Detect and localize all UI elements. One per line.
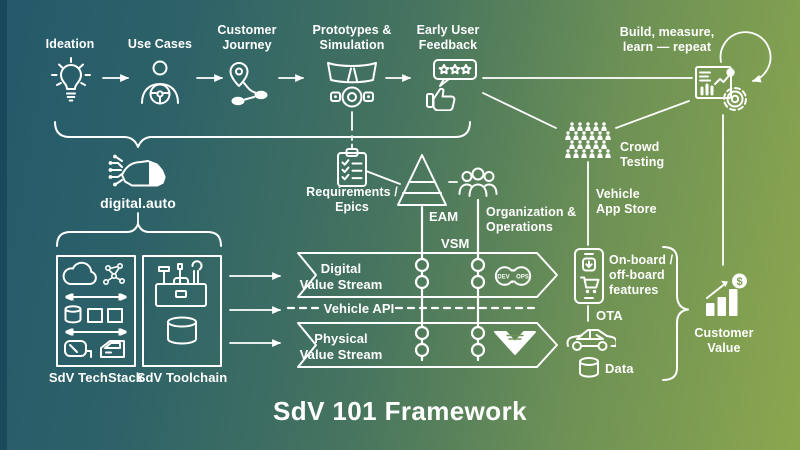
customer-value-label: Customer Value [694,326,754,355]
eam-vsm-node-line [414,205,430,362]
techstack-box [56,255,136,367]
techstack-label: SdV TechStack [48,370,144,385]
toolchain-box [142,255,222,367]
ota-label: OTA [596,308,623,323]
driver-persona-icon [134,57,186,109]
currency-symbol: $ [736,276,742,288]
toolchain-label: SdV Toolchain [136,370,228,385]
vehicle-api-label: Vehicle API [323,301,395,316]
eam-label: EAM [429,209,459,224]
customer-value-icon: $ [701,272,749,322]
data-label: Data [605,361,634,376]
digital-stream-banner [297,252,558,298]
clipboard-icon [335,147,369,189]
top-brace [54,121,471,148]
requirements-label: Requirements / Epics [306,185,398,214]
organization-node-line [470,198,486,362]
left-edge-stripe [0,0,7,450]
digital-auto-logo [108,151,168,193]
build-measure-learn-label: Build, measure, learn — repeat [619,25,715,54]
storage-blocks-icon [64,305,123,324]
crowd-icon [563,121,611,163]
mirror-icon [64,340,92,358]
loop-arrow-icon [719,31,772,83]
car-door-icon [100,340,125,358]
devops-dev-label: DEV [497,274,509,280]
simulator-icon [323,58,381,110]
digital-stream-label: Digital Value Stream [299,261,383,292]
v-logo-icon [492,329,538,357]
data-cylinder-icon [577,356,601,380]
bottom-brace [56,223,222,247]
toolchain-data-cylinder-icon [167,316,197,345]
toolbox-icon [155,260,207,307]
diagram-title: SdV 101 Framework [273,396,527,426]
requirements-to-pyramid-line [365,170,401,185]
toolchain-contents [149,258,215,364]
app-store-phone-icon [573,247,605,305]
ai-network-icon [102,263,125,285]
team-icon [457,164,499,200]
cloud-icon [62,261,97,285]
build-dashboard-icon [694,60,750,112]
feedback-icon [420,57,478,111]
step-label-use-cases: Use Cases [127,37,193,51]
step-label-customer-journey: Customer Journey [217,23,277,52]
journey-map-icon [221,60,275,110]
delivery-brace [662,246,689,381]
vsm-label: VSM [441,236,470,251]
techstack-contents [61,259,131,363]
organization-label: Organization & Operations [486,205,577,234]
ota-car-icon [564,325,616,353]
step-label-prototypes: Prototypes & Simulation [312,23,392,52]
box-to-stream-arrows [229,272,282,347]
pyramid-icon [397,154,447,206]
step-label-early-feedback: Early User Feedback [416,23,480,52]
lightbulb-icon [46,56,96,110]
devops-ops-label: OPS [516,274,529,280]
devops-loop-icon: DEV OPS [491,261,535,291]
digital-auto-label: digital.auto [100,195,176,211]
vehicle-app-store-label: Vehicle App Store [596,187,657,216]
physical-stream-banner [297,322,558,368]
feedback-links [482,77,693,129]
step-label-ideation: Ideation [45,37,95,51]
crowd-testing-label: Crowd Testing [620,140,665,169]
onboard-features-label: On-board / off-board features [609,253,674,297]
physical-stream-label: Physical Value Stream [299,331,383,362]
